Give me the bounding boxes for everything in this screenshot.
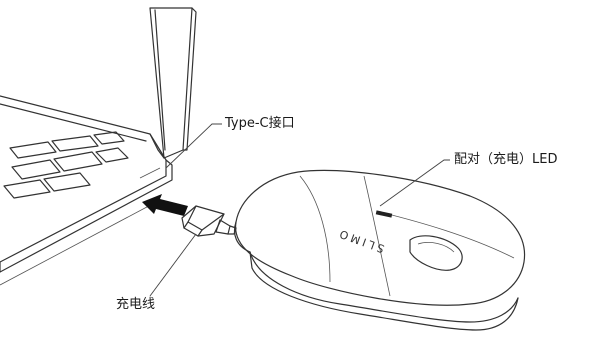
cable-connector	[181, 205, 237, 237]
keyboard-keys	[3, 131, 129, 199]
type-c-port-label: Type-C接口	[225, 116, 295, 131]
charging-cable-label: 充电线	[116, 297, 156, 312]
led-leader-line	[379, 159, 450, 207]
mouse-illustration: SLIMO	[233, 169, 526, 331]
pairing-led-label: 配对（充电）LED	[454, 152, 558, 167]
port-leader-line	[165, 123, 222, 169]
insert-arrow	[142, 194, 188, 216]
mouse-brand-text: SLIMO	[335, 226, 386, 255]
cable-leader-line	[149, 233, 197, 297]
laptop-illustration	[0, 7, 197, 286]
